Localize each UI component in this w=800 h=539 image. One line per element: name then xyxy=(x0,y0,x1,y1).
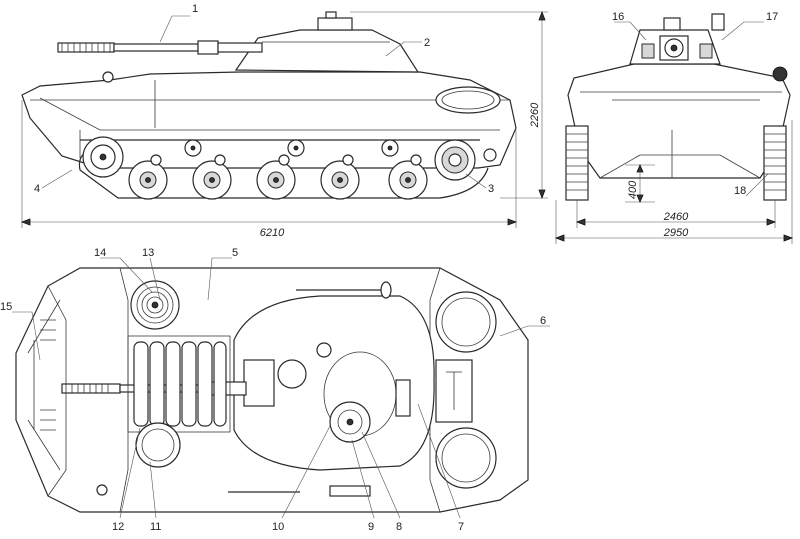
top-engine-grille xyxy=(127,335,231,433)
front-tracks xyxy=(565,125,787,201)
height-value: 2260 xyxy=(529,102,541,128)
top-rear-hatch xyxy=(135,422,181,468)
callout-1: 1 xyxy=(192,3,198,15)
top-turret xyxy=(233,295,435,471)
side-cupola xyxy=(317,17,353,31)
callout-18: 18 xyxy=(734,185,746,197)
callout-2: 2 xyxy=(424,37,430,49)
callout-13: 13 xyxy=(142,247,154,259)
track-width-value: 2460 xyxy=(663,211,689,223)
callout-14: 14 xyxy=(94,247,106,259)
side-headlight xyxy=(102,71,114,83)
clearance-value: 400 xyxy=(627,180,639,199)
top-fan xyxy=(130,280,180,330)
front-hull-outline xyxy=(567,63,791,179)
track-width-dimension: 2460 xyxy=(575,200,777,228)
side-return-rollers xyxy=(184,139,399,157)
callout-8: 8 xyxy=(396,521,402,533)
callout-9: 9 xyxy=(368,521,374,533)
callout-11: 11 xyxy=(150,521,161,533)
clearance-dimension: 400 xyxy=(625,163,655,204)
callout-6: 6 xyxy=(540,315,546,327)
front-headlight xyxy=(772,66,788,82)
top-driver-hatches xyxy=(435,291,497,489)
callout-leaders xyxy=(12,15,769,519)
top-gun-mount xyxy=(243,359,275,407)
side-turret xyxy=(234,29,420,73)
length-value: 6210 xyxy=(260,227,285,239)
callout-7: 7 xyxy=(458,521,464,533)
height-dimension: 2260 xyxy=(350,10,548,200)
overall-width-dimension: 2950 xyxy=(554,120,794,244)
side-view: 6210 2260 xyxy=(20,10,548,239)
top-view xyxy=(15,267,529,513)
overall-width-value: 2950 xyxy=(663,227,689,239)
callout-5: 5 xyxy=(232,247,238,259)
callout-15: 15 xyxy=(0,301,12,313)
callout-16: 16 xyxy=(612,11,624,23)
length-dimension: 6210 xyxy=(20,100,518,239)
callout-10: 10 xyxy=(272,521,284,533)
side-hatch xyxy=(435,86,501,114)
top-gunner-hatch xyxy=(277,359,307,389)
callout-4: 4 xyxy=(34,183,40,195)
callout-numbers: 1 2 3 4 5 6 7 8 9 10 11 12 13 14 15 16 1… xyxy=(0,3,778,533)
callout-17: 17 xyxy=(766,11,778,23)
side-gun xyxy=(57,40,263,55)
side-road-wheels xyxy=(128,160,428,200)
top-periscope xyxy=(395,379,411,417)
callout-3: 3 xyxy=(488,183,494,195)
callout-12: 12 xyxy=(112,521,124,533)
top-front-slats xyxy=(40,319,56,431)
front-view: 400 2460 2950 xyxy=(554,13,794,244)
